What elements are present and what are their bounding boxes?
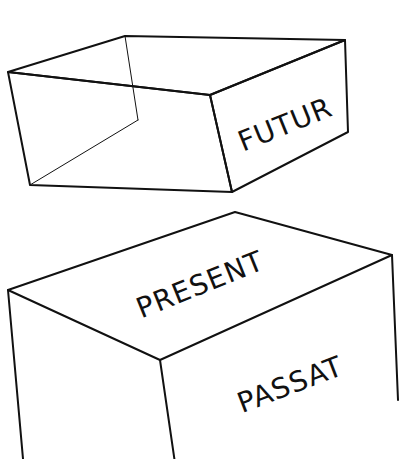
box-face: PASSAT (227, 345, 352, 424)
box-right-edge (392, 255, 398, 400)
box-rim (8, 36, 345, 95)
closed-box (8, 212, 398, 459)
box-top-face (8, 212, 392, 360)
face-label: PRESENT (132, 245, 268, 324)
box-front-edge (160, 360, 176, 459)
box-face: PRESENT (126, 240, 273, 330)
open-box (8, 36, 348, 192)
hidden-edge (30, 120, 138, 185)
hidden-edge (125, 36, 138, 120)
box-front-face (210, 40, 348, 192)
box-face: FUTUR (228, 87, 342, 163)
face-label: FUTUR (233, 92, 336, 158)
box-left-edge (8, 290, 24, 459)
face-label: PASSAT (233, 351, 347, 419)
box-left-face (8, 72, 232, 192)
